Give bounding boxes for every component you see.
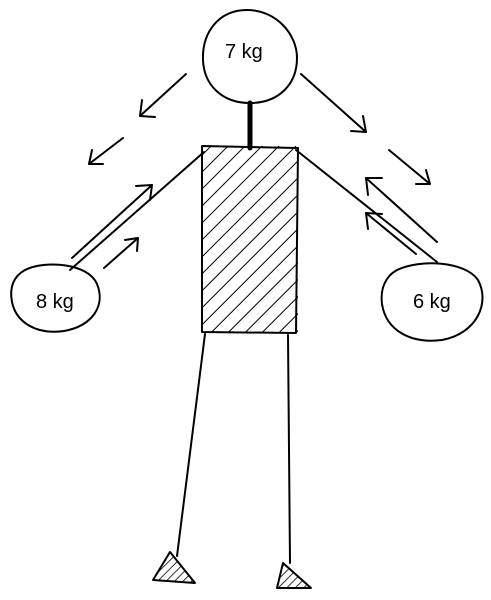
right-arm-arrow-upper <box>366 178 437 242</box>
head-arrow-left-upper <box>140 74 186 117</box>
right-hand-weight: 6 kg <box>382 263 483 340</box>
torso <box>202 146 298 333</box>
left-arm-arrow-lower <box>104 238 138 268</box>
left-arm-arrow-upper <box>72 185 152 258</box>
right-arm <box>296 150 437 262</box>
head-arrow-right-upper <box>301 74 366 132</box>
head: 7 kg <box>203 10 297 103</box>
left-hand-weight-label: 8 kg <box>36 291 74 313</box>
right-hand-weight-label: 6 kg <box>413 291 451 313</box>
right-foot <box>277 563 311 588</box>
left-foot <box>153 552 195 583</box>
right-arm-arrow-lower <box>366 213 416 254</box>
left-arm <box>70 152 204 270</box>
head-arrow-right-lower <box>389 150 430 184</box>
right-leg <box>288 335 290 563</box>
torso-hatching <box>202 146 298 333</box>
head-weight-label: 7 kg <box>225 41 263 63</box>
left-leg <box>177 334 205 556</box>
left-hand-weight: 8 kg <box>11 264 100 331</box>
head-arrow-left-lower <box>89 138 123 164</box>
